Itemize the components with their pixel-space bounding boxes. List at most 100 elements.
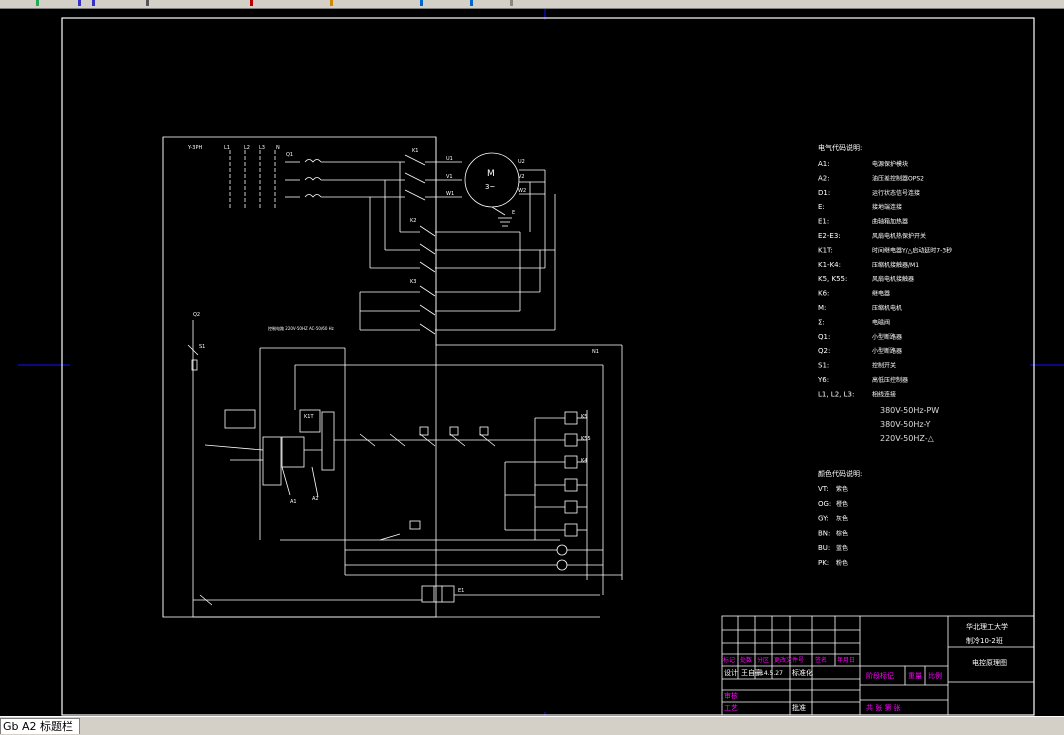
legend-code-10: M: xyxy=(818,304,826,312)
legend-code-16: L1, L2, L3: xyxy=(818,390,854,398)
label-k4: K4 xyxy=(581,458,587,464)
legend-desc-11: 电磁阀 xyxy=(872,318,890,326)
label-k55: K55 xyxy=(581,436,591,442)
label-v1: V1 xyxy=(446,174,453,180)
stage-label: 阶段标记 xyxy=(866,671,894,680)
legend-color-desc-1: 橙色 xyxy=(836,500,848,508)
label-u2: U2 xyxy=(518,159,525,165)
legend-desc-6: 时间继电器Y/△启动延时7-3秒 xyxy=(872,246,952,254)
label-e1: E1 xyxy=(458,588,464,594)
label-k3: K3 xyxy=(410,279,416,285)
legend-colors-title: 颜色代码说明: xyxy=(818,469,862,478)
legend-codes-title: 电气代码说明: xyxy=(818,143,862,152)
legend-desc-9: 继电器 xyxy=(872,290,890,298)
class-name: 制冷10-2班 xyxy=(966,636,1003,645)
label-v2: V2 xyxy=(518,174,525,180)
label-l3: L3 xyxy=(259,145,265,151)
legend-color-code-2: GY: xyxy=(818,515,829,523)
label-n1: N1 xyxy=(592,349,599,355)
label-q2: Q2 xyxy=(193,312,200,318)
legend-code-1: A2: xyxy=(818,174,830,182)
process-label: 工艺 xyxy=(724,704,738,712)
undo-icon[interactable] xyxy=(78,0,91,6)
layer-icon[interactable] xyxy=(330,0,343,6)
legend-code-0: A1: xyxy=(818,160,830,168)
legend-desc-4: 曲轴箱加热器 xyxy=(872,218,908,226)
axis-marks xyxy=(18,9,1064,716)
layout-tabs: Gb A2 标题栏 xyxy=(0,716,1064,735)
legend-code-11: Σ: xyxy=(818,318,825,326)
save-icon[interactable] xyxy=(36,0,49,6)
tb-header-1: 处数 xyxy=(740,656,752,664)
legend-code-12: Q1: xyxy=(818,333,830,341)
label-motor-m: M xyxy=(487,169,495,179)
legend-code-2: D1: xyxy=(818,189,830,197)
supply-pw: 380V-50Hz-PW xyxy=(880,406,939,415)
label-q1: Q1 xyxy=(286,152,293,158)
legend-desc-0: 电源保护模块 xyxy=(872,160,908,168)
legend-desc-2: 运行状态信号连接 xyxy=(872,189,920,197)
title-block xyxy=(721,615,1035,716)
label-a1: A1 xyxy=(290,499,297,505)
legend-code-15: Y6: xyxy=(817,376,829,384)
legend-code-14: S1: xyxy=(818,362,829,370)
legend-color-desc-5: 粉色 xyxy=(836,559,848,567)
designer-label: 设计 xyxy=(724,668,738,677)
legend-desc-16: 相线连接 xyxy=(872,390,896,398)
layout-tab-gb-a2[interactable]: Gb A2 标题栏 xyxy=(0,718,81,734)
legend-code-7: K1-K4: xyxy=(818,261,841,269)
drawing-canvas[interactable]: Y-3PH L1 L2 L3 N Q1 K1 K2 K3 U1 V1 W1 U2… xyxy=(0,9,1064,716)
label-s1: S1 xyxy=(199,344,205,350)
tb-header-2: 分区 xyxy=(757,656,769,664)
supply-y: 380V-50Hz-Y xyxy=(880,420,930,429)
label-u1: U1 xyxy=(446,156,453,162)
legend-desc-15: 高低压控制器 xyxy=(872,376,908,384)
schematic-labels: Y-3PH L1 L2 L3 N Q1 K1 K2 K3 U1 V1 W1 U2… xyxy=(187,145,599,594)
approve-label: 批准 xyxy=(792,703,806,712)
review-label: 审核 xyxy=(724,691,738,700)
legend-color-desc-2: 灰色 xyxy=(836,515,848,523)
zoom-icon[interactable] xyxy=(250,0,263,6)
legend-desc-3: 接地端连接 xyxy=(872,203,902,211)
properties-icon[interactable] xyxy=(420,0,433,6)
title-block-text: 华北理工大学 制冷10-2班 电控原理图 标记处数分区更改文件号签名年月日 设计… xyxy=(723,622,1008,712)
tb-header-3: 更改文件号 xyxy=(774,656,804,664)
label-k1t: K1T xyxy=(304,414,314,420)
legend-code-4: E1: xyxy=(818,218,829,226)
legend-color-code-3: BN: xyxy=(818,529,830,537)
legend-desc-5: 风扇电机热保护开关 xyxy=(872,232,926,240)
label-l2: L2 xyxy=(244,145,250,151)
label-supply: Y-3PH xyxy=(187,145,202,151)
print-icon[interactable] xyxy=(146,0,159,6)
legend-color-code-5: PK: xyxy=(818,559,829,567)
legend-desc-13: 小型断路器 xyxy=(872,347,902,355)
power-circuit xyxy=(162,136,556,618)
label-k1: K1 xyxy=(412,148,418,154)
designer-name: 王自豪 xyxy=(741,668,762,677)
label-control-note: 控制电路 220V-50HZ AC-50/60 Hz xyxy=(268,325,334,331)
drawing-frame xyxy=(61,17,1035,716)
label-w2: W2 xyxy=(518,188,526,194)
legend-color-desc-0: 紫色 xyxy=(836,485,848,493)
tool-palette-icon[interactable] xyxy=(510,0,523,6)
match-icon[interactable] xyxy=(470,0,483,6)
legend-desc-8: 风扇电机接触器 xyxy=(872,275,914,283)
label-k2: K2 xyxy=(410,218,416,224)
legend-color-desc-3: 棕色 xyxy=(836,529,848,537)
tb-header-4: 签名 xyxy=(815,656,827,664)
legend-color-code-4: BU: xyxy=(818,544,830,552)
control-circuit xyxy=(187,320,623,618)
legend-color-code-1: OG: xyxy=(818,500,831,508)
legend-color-code-0: VT: xyxy=(818,485,829,493)
redo-icon[interactable] xyxy=(92,0,105,6)
label-k5: K5 xyxy=(581,414,587,420)
design-date: 14.5.27 xyxy=(760,670,783,677)
tab-label: Gb A2 标题栏 xyxy=(3,720,74,733)
legend-code-8: K5, K55: xyxy=(818,275,847,283)
label-motor-3: 3~ xyxy=(485,183,495,191)
toolbar xyxy=(0,0,1064,9)
legend-code-9: K6: xyxy=(818,290,829,298)
legend-desc-12: 小型断路器 xyxy=(872,333,902,341)
weight-label: 重量 xyxy=(908,672,922,680)
legend-code-6: K1T: xyxy=(818,246,833,254)
